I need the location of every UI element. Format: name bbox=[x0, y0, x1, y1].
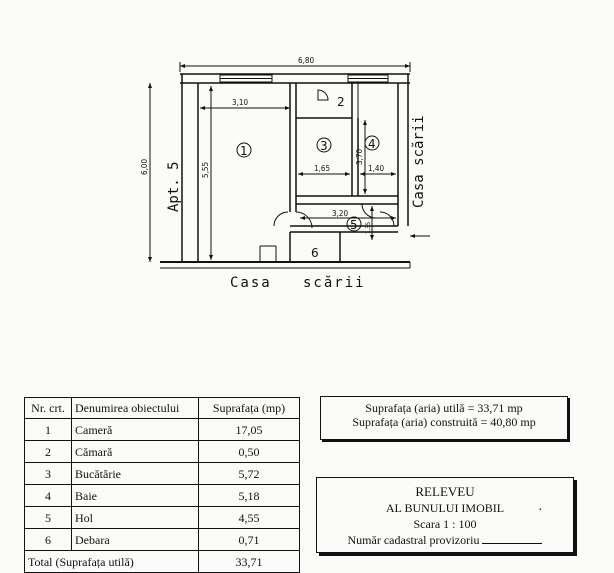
room-number-3: 3 bbox=[320, 139, 328, 153]
title-block: RELEVEU AL BUNULUI IMOBIL Scara 1 : 100 … bbox=[316, 477, 574, 553]
table-row: 1 Cameră 17,05 bbox=[24, 418, 300, 441]
built-area-text: Suprafața (aria) construită = 40,80 mp bbox=[352, 415, 536, 429]
table-row: 6 Debara 0,71 bbox=[24, 528, 300, 551]
dim-room1-width: 3,10 bbox=[232, 98, 248, 107]
room-number-1: 1 bbox=[240, 144, 248, 158]
row-nr: 3 bbox=[24, 462, 72, 485]
row-area: 17,05 bbox=[198, 418, 300, 441]
room-number-4: 4 bbox=[368, 137, 376, 151]
row-area: 5,18 bbox=[198, 484, 300, 507]
dim-room4-height: 3,70 bbox=[355, 149, 364, 165]
table-row: 4 Baie 5,18 bbox=[24, 484, 300, 507]
dim-overall-height: 6,00 bbox=[140, 159, 149, 175]
stairwell-right-label: Casa scării bbox=[411, 115, 427, 208]
row-nr: 5 bbox=[24, 506, 72, 529]
dim-hall-height: 1,35 bbox=[365, 222, 372, 234]
cadastral-number-row: Număr cadastral provizoriu bbox=[317, 532, 573, 548]
dim-room1-height: 5,55 bbox=[201, 162, 210, 178]
row-area: 0,50 bbox=[198, 440, 300, 463]
total-label: Total (Suprafața utilă) bbox=[24, 550, 199, 573]
row-name: Cămară bbox=[71, 440, 199, 463]
row-name: Hol bbox=[71, 506, 199, 529]
rooms-table: Nr. crt. Denumirea obiectului Suprafața … bbox=[24, 397, 300, 573]
row-name: Baie bbox=[71, 484, 199, 507]
table-total-row: Total (Suprafața utilă) 33,71 bbox=[24, 550, 300, 573]
room-number-5: 5 bbox=[350, 218, 358, 232]
row-nr: 2 bbox=[24, 440, 72, 463]
header-nr: Nr. crt. bbox=[24, 397, 72, 419]
total-value: 33,71 bbox=[198, 550, 300, 573]
dim-hall-width: 3,20 bbox=[332, 209, 348, 218]
table-row: 3 Bucătărie 5,72 bbox=[24, 462, 300, 485]
dim-room3-width: 1,65 bbox=[314, 164, 330, 173]
title-subject: AL BUNULUI IMOBIL bbox=[385, 501, 505, 515]
room-number-6: 6 bbox=[311, 246, 319, 260]
row-area: 0,71 bbox=[198, 528, 300, 551]
row-name: Bucătărie bbox=[71, 462, 199, 485]
header-name: Denumirea obiectului bbox=[71, 397, 199, 419]
table-row: 5 Hol 4,55 bbox=[24, 506, 300, 529]
table-row: 2 Cămară 0,50 bbox=[24, 440, 300, 463]
row-nr: 6 bbox=[24, 528, 72, 551]
floor-plan: 6,80 3,10 6,00 5,55 1,65 1,40 3,70 3,20 … bbox=[140, 56, 430, 291]
row-area: 4,55 bbox=[198, 506, 300, 529]
row-name: Cameră bbox=[71, 418, 199, 441]
dim-overall-width: 6,80 bbox=[298, 56, 314, 65]
useful-area-text: Suprafața (aria) utilă = 33,71 mp bbox=[365, 401, 523, 415]
header-area: Suprafața (mp) bbox=[198, 397, 300, 419]
row-name: Debara bbox=[71, 528, 199, 551]
stray-dot: · bbox=[538, 503, 543, 518]
row-area: 5,72 bbox=[198, 462, 300, 485]
row-nr: 4 bbox=[24, 484, 72, 507]
room-number-2: 2 bbox=[337, 95, 345, 109]
title-releveu: RELEVEU bbox=[415, 484, 475, 499]
cadastral-number-label: Număr cadastral provizoriu bbox=[347, 533, 480, 547]
dim-room4-width: 1,40 bbox=[368, 164, 384, 173]
cadastral-number-blank bbox=[482, 533, 543, 544]
table-header-row: Nr. crt. Denumirea obiectului Suprafața … bbox=[24, 397, 300, 419]
title-scale: Scara 1 : 100 bbox=[413, 517, 477, 531]
area-summary-box: Suprafața (aria) utilă = 33,71 mp Supraf… bbox=[320, 396, 568, 440]
stairwell-bottom-label: Casa scării bbox=[230, 275, 366, 291]
row-nr: 1 bbox=[24, 418, 72, 441]
apartment-label: Apt. 5 bbox=[166, 161, 182, 212]
